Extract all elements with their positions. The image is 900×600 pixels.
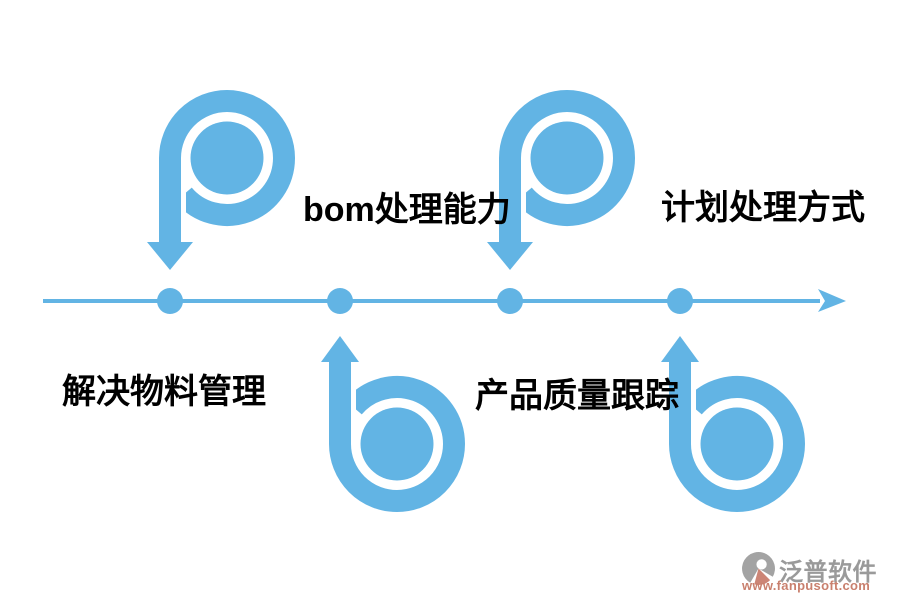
- loop-gap: [351, 378, 356, 422]
- watermark-brand: 泛普软件: [779, 559, 877, 586]
- milestone-label-plan: 计划处理方式: [661, 189, 865, 227]
- timeline-dot: [157, 288, 183, 314]
- fanpu-logo-icon: [742, 552, 775, 585]
- loop-inner-circle: [360, 407, 434, 481]
- loop-arrow-up: [329, 360, 466, 512]
- timeline-dot: [497, 288, 523, 314]
- loop-inner-circle: [530, 121, 604, 195]
- loop-arrowhead-up: [321, 336, 359, 362]
- fanpu-logo-salmon: [754, 568, 771, 585]
- loop-arrow-up: [669, 360, 806, 512]
- watermark: 泛普软件 www.fanpusoft.com: [741, 550, 891, 596]
- logo-highlight: [756, 559, 767, 570]
- milestone-label-material: 解决物料管理: [62, 373, 266, 411]
- watermark-url: www.fanpusoft.com: [742, 578, 871, 593]
- loop-gap: [691, 378, 696, 422]
- loop-arrow-down: [159, 90, 296, 246]
- loop-arrowhead-up: [661, 336, 699, 362]
- timeline-dot: [667, 288, 693, 314]
- loop-gap: [181, 180, 186, 224]
- timeline-arrowhead-icon: [818, 289, 846, 312]
- loop-gap: [521, 180, 526, 224]
- milestone-label-bom: bom处理能力: [303, 191, 511, 229]
- loop-arrow-down: [499, 90, 636, 246]
- milestone-label-quality: 产品质量跟踪: [475, 377, 679, 415]
- loop-inner-circle: [190, 121, 264, 195]
- loop-arrowhead-down: [147, 242, 193, 270]
- loop-arrowhead-down: [487, 242, 533, 270]
- loop-inner-circle: [700, 407, 774, 481]
- timeline-dot: [327, 288, 353, 314]
